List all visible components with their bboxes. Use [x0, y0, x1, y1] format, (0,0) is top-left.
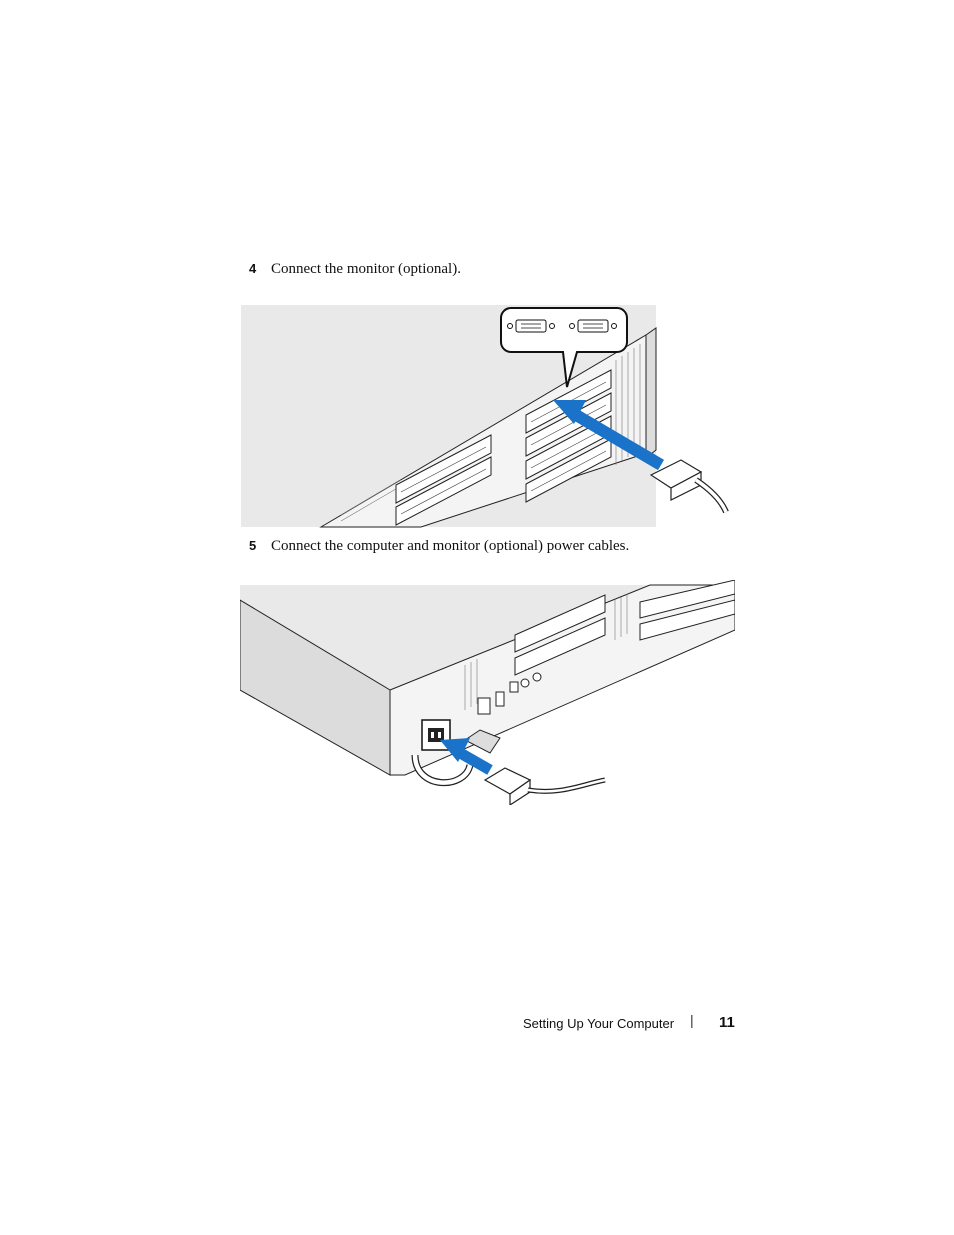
power-connection-illustration — [240, 580, 735, 805]
step-number: 4 — [249, 261, 257, 276]
step-number: 5 — [249, 538, 257, 553]
insert-arrow — [553, 400, 665, 471]
step-text: Connect the monitor (optional). — [271, 261, 461, 277]
vent-grid — [464, 594, 628, 710]
expansion-slots — [395, 369, 612, 526]
footer-separator: | — [690, 1012, 694, 1028]
expansion-slots — [514, 580, 735, 676]
dvi-port-icon — [507, 319, 617, 333]
step-text: Connect the computer and monitor (option… — [271, 538, 630, 554]
step-4: 4 Connect the monitor (optional). — [249, 260, 461, 278]
footer-section-title: Setting Up Your Computer — [523, 1016, 675, 1031]
power-cord-plug — [483, 767, 606, 805]
vent-grid — [340, 344, 641, 522]
rear-io-ports — [477, 672, 542, 715]
step-5: 5 Connect the computer and monitor (optio… — [249, 537, 629, 555]
insert-arrow — [440, 738, 493, 775]
video-cable-connector — [649, 459, 729, 514]
monitor-connection-illustration — [241, 305, 729, 528]
page-number: 11 — [719, 1014, 735, 1031]
cable-clip — [464, 729, 501, 754]
